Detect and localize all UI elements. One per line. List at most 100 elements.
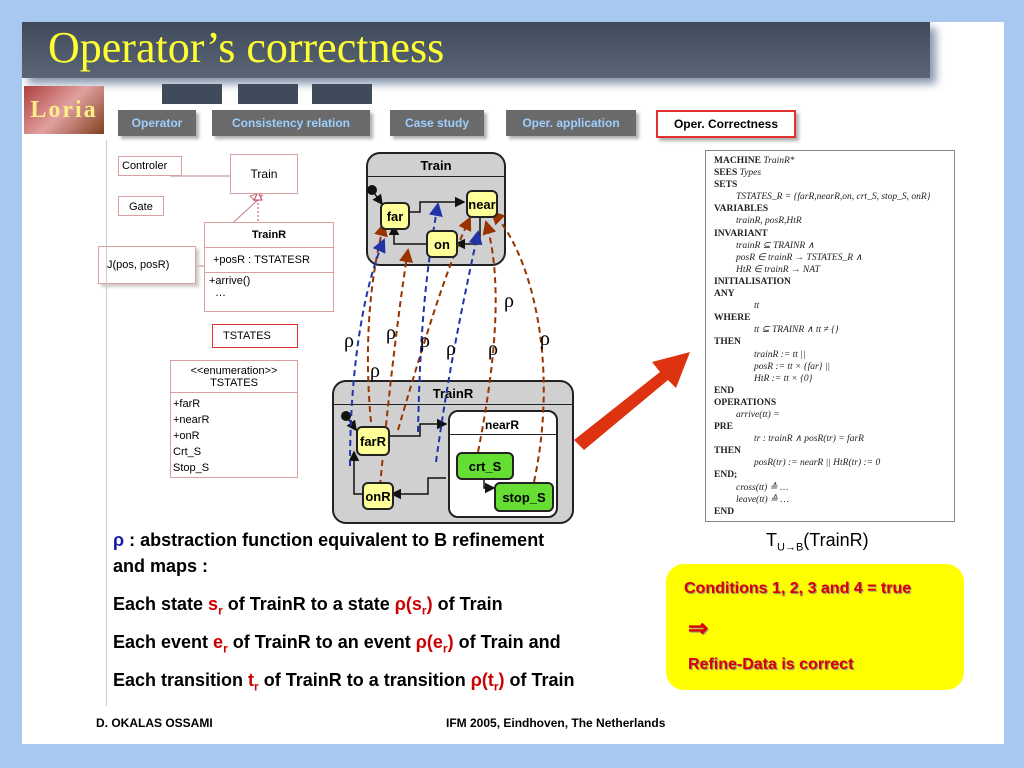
trainr-class-title: TrainR xyxy=(205,223,333,248)
state-onR: onR xyxy=(362,482,394,510)
implies-symbol: ⇒ xyxy=(688,615,709,642)
event-symbol: e xyxy=(213,632,224,652)
state-farR: farR xyxy=(356,426,390,456)
b-machine-line: trainR ⊆ TRAINR ∧ xyxy=(736,240,815,251)
trainr-title-divider xyxy=(334,404,572,405)
rho-label: ρ xyxy=(488,338,498,360)
b-machine-line: END; xyxy=(714,470,738,481)
subscript: r xyxy=(223,641,228,656)
refine-data-result: Refine-Data is correct xyxy=(688,656,854,673)
trainr-operation-more: … xyxy=(215,287,226,299)
text: Each state xyxy=(113,594,209,614)
rho-definition: ρ : abstraction function equivalent to B… xyxy=(113,530,544,551)
state-symbol: s xyxy=(208,594,219,614)
b-machine-line: cross(tt) ≙ … xyxy=(736,482,789,493)
b-machine-line: arrive(tt) = xyxy=(736,409,780,420)
trainr-attribute: +posR : TSTATESR xyxy=(205,248,333,273)
train-title-divider xyxy=(368,176,504,177)
conditions-line: Conditions 1, 2, 3 and 4 = true xyxy=(684,580,912,597)
b-machine-line: tr : trainR ∧ posR(tr) = farR xyxy=(754,434,864,445)
tab-oper-application[interactable]: Oper. application xyxy=(506,110,636,136)
transition-mapping: Each transition tr of TrainR to a transi… xyxy=(113,670,575,694)
enum-name: TSTATES xyxy=(171,377,297,393)
tab-oper-correctness[interactable]: Oper. Correctness xyxy=(656,110,796,138)
state-on: on xyxy=(426,230,458,258)
b-machine-line: SETS xyxy=(714,180,738,191)
caption-rest: (TrainR) xyxy=(803,530,869,550)
rho-label: ρ xyxy=(540,328,550,350)
nearR-divider xyxy=(450,434,556,435)
b-machine-line: END xyxy=(714,385,735,396)
enum-value: +onR xyxy=(173,430,200,442)
paren: ) xyxy=(447,632,454,652)
uml-class-tstates: TSTATES xyxy=(212,324,298,348)
enum-value: Stop_S xyxy=(173,462,210,474)
tab-operator[interactable]: Operator xyxy=(118,110,196,136)
subscript: r xyxy=(421,603,427,618)
title-bar xyxy=(22,22,930,78)
b-machine-line: posR := tt × {far} || xyxy=(754,361,831,372)
b-machine-line: tt ⊆ TRAINR ∧ tt ≠ {} xyxy=(754,325,839,336)
b-machine-line: INVARIANT xyxy=(714,228,768,239)
rho-label: ρ xyxy=(344,330,354,352)
rho-state: ρ(s xyxy=(394,594,422,614)
tab-case-study[interactable]: Case study xyxy=(390,110,484,136)
rho-label: ρ xyxy=(420,330,430,352)
text: Each event xyxy=(113,632,214,652)
text: of TrainR to a state xyxy=(222,594,395,614)
translation-caption: TU→B(TrainR) xyxy=(766,530,869,554)
rho-transition: ρ(t xyxy=(470,670,494,690)
text: Each transition xyxy=(113,670,249,690)
b-machine-line: VARIABLES xyxy=(714,204,769,215)
state-mapping: Each state sr of TrainR to a state ρ(sr)… xyxy=(113,594,503,618)
text: of TrainR to an event xyxy=(227,632,416,652)
nearR-label: nearR xyxy=(484,418,519,432)
footer-author: D. OKALAS OSSAMI xyxy=(96,716,213,730)
rho-definition-text: : abstraction function equivalent to B r… xyxy=(124,530,545,550)
subscript: r xyxy=(442,641,448,656)
b-machine-line: HtR := tt × {0} xyxy=(754,373,813,384)
enum-value: +farR xyxy=(173,398,201,410)
event-mapping: Each event er of TrainR to an event ρ(er… xyxy=(113,632,561,656)
text: of Train xyxy=(432,594,503,614)
enum-stereotype: <<enumeration>> xyxy=(190,365,278,377)
page-number: 18 xyxy=(958,712,996,750)
b-machine-line: trainR := tt || xyxy=(754,349,806,360)
uml-class-train: Train xyxy=(230,154,298,194)
train-statechart-title: Train xyxy=(420,158,452,173)
b-machine-line: PRE xyxy=(714,422,733,433)
enum-value: +nearR xyxy=(173,414,210,426)
b-machine-line: posR ∈ trainR → TSTATES_R ∧ xyxy=(736,252,863,263)
footer-venue: IFM 2005, Eindhoven, The Netherlands xyxy=(446,716,666,730)
trainr-statechart-title: TrainR xyxy=(432,386,474,401)
enum-value: Crt_S xyxy=(173,446,202,458)
text: of Train xyxy=(504,670,575,690)
trainr-operation: +arrive() xyxy=(209,275,251,287)
rho-label: ρ xyxy=(386,322,396,344)
subscript: r xyxy=(254,679,259,694)
uml-class-trainr: TrainR +posR : TSTATESR +arrive() … xyxy=(204,222,334,312)
text: of TrainR to a transition xyxy=(258,670,471,690)
loria-logo: Loria xyxy=(24,86,104,134)
b-machine-line: THEN xyxy=(714,446,741,457)
caption-sub: U→B xyxy=(777,541,804,554)
b-machine-line: ANY xyxy=(714,289,735,300)
uml-class-gate: Gate xyxy=(118,196,164,216)
tab-consistency-relation[interactable]: Consistency relation xyxy=(212,110,370,136)
slide-title: Operator’s correctness xyxy=(48,23,445,72)
b-machine-line: leave(tt) ≙ … xyxy=(736,494,789,505)
b-machine-line: END xyxy=(714,506,735,517)
b-machine-line: OPERATIONS xyxy=(714,397,777,408)
conditions-box xyxy=(666,564,964,690)
rho-definition-cont: and maps : xyxy=(113,556,209,576)
b-machine-line: TSTATES_R = {farR,nearR,on, crt_S, stop_… xyxy=(736,192,931,203)
rho-label: ρ xyxy=(446,338,456,360)
paren: ) xyxy=(426,594,433,614)
b-machine-line: posR(tr) := nearR || HtR(tr) := 0 xyxy=(754,458,881,469)
uml-note: J(pos, posR) xyxy=(98,246,196,284)
subscript: r xyxy=(493,679,499,694)
rho-event: ρ(e xyxy=(415,632,443,652)
uml-enumeration: <<enumeration>> TSTATES +farR +nearR +on… xyxy=(170,360,298,478)
